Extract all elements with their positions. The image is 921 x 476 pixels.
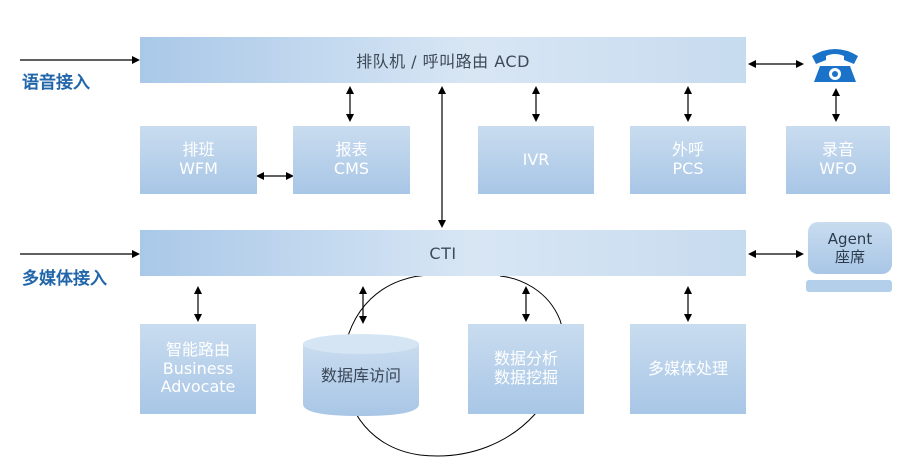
wfo-line2: WFO <box>819 159 857 178</box>
pcs-line2: PCS <box>672 159 704 178</box>
cms-line2: CMS <box>333 159 370 178</box>
routing-line1: 智能路由 <box>165 339 230 359</box>
wfm-line2: WFM <box>179 159 218 178</box>
agent-line2: 座席 <box>834 248 865 266</box>
agent-line1: Agent <box>827 230 873 248</box>
agent-monitor: Agent 座席 <box>806 222 894 296</box>
ivr-line1: IVR <box>522 149 550 169</box>
ivr-box: IVR <box>478 126 594 194</box>
multimedia-access-label: 多媒体接入 <box>22 269 107 289</box>
cti-bar: CTI <box>140 230 746 276</box>
wfo-box: 录音 WFO <box>786 126 890 194</box>
agent-screen: Agent 座席 <box>808 222 892 274</box>
acd-bar: 排队机 / 呼叫路由 ACD <box>140 37 746 83</box>
cms-line1: 报表 <box>335 140 368 160</box>
cti-bar-label: CTI <box>429 243 457 263</box>
wfo-line1: 录音 <box>821 140 854 160</box>
multimedia-line1: 多媒体处理 <box>647 358 728 378</box>
cms-box: 报表 CMS <box>293 126 410 194</box>
acd-bar-label: 排队机 / 呼叫路由 ACD <box>356 52 530 71</box>
data-analysis-box: 数据分析 数据挖掘 <box>468 324 584 414</box>
pcs-box: 外呼 PCS <box>630 126 746 194</box>
wfm-box: 排班 WFM <box>140 126 257 194</box>
pcs-line1: 外呼 <box>671 140 704 160</box>
voice-access-label: 语音接入 <box>22 73 90 93</box>
analysis-line2: 数据挖掘 <box>493 368 558 387</box>
database-label: 数据库访问 <box>320 366 401 385</box>
analysis-line1: 数据分析 <box>493 349 558 369</box>
telephone-icon <box>808 44 862 86</box>
db-analysis-ellipse <box>342 274 565 457</box>
wfm-line1: 排班 <box>182 140 215 160</box>
agent-keyboard <box>806 280 892 292</box>
multimedia-processing-box: 多媒体处理 <box>630 324 746 414</box>
business-advocate-box: 智能路由 Business Advocate <box>140 324 256 414</box>
database-cylinder: 数据库访问 <box>303 334 419 416</box>
routing-line2: Business <box>162 358 234 378</box>
routing-line3: Advocate <box>160 377 236 397</box>
